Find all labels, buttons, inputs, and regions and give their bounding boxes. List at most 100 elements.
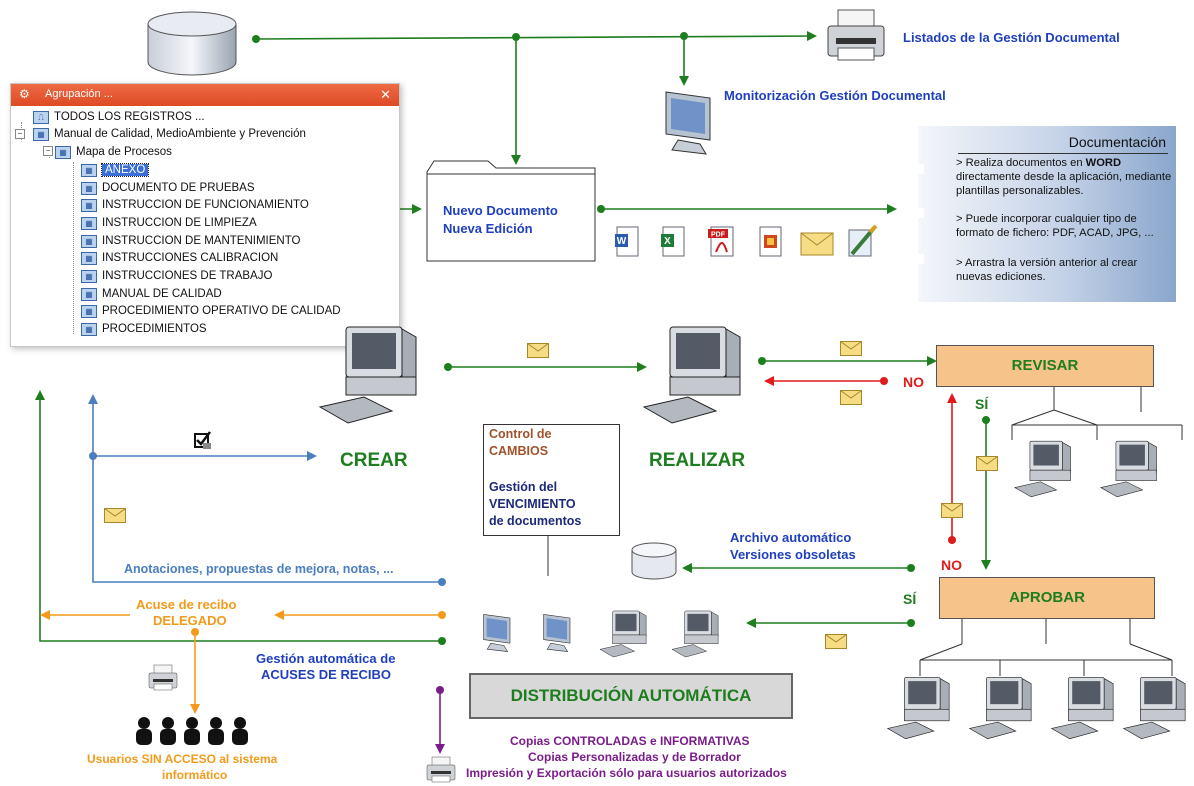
- tree-item[interactable]: ▦INSTRUCCIONES CALIBRACION: [81, 250, 278, 266]
- distribucion-label: DISTRIBUCIÓN AUTOMÁTICA: [510, 686, 752, 705]
- folder-tree-icon: ▦: [81, 287, 97, 301]
- computer-realizar-icon: [642, 326, 741, 424]
- doc-bullet-3: > Arrastra la versión anterior al crear …: [956, 257, 1138, 283]
- envelope-icon: [840, 390, 862, 405]
- users-group-icon: [136, 717, 248, 745]
- tree-item-todos[interactable]: ⎍TODOS LOS REGISTROS ...: [33, 109, 205, 125]
- computer-approver-icon: [886, 676, 950, 740]
- copias-line-1: Copias CONTROLADAS e INFORMATIVAS: [510, 734, 750, 748]
- computer-approver-icon: [1050, 676, 1114, 740]
- monitor-small-icon: [483, 614, 511, 652]
- database-icon: [147, 11, 237, 76]
- svg-text:PDF: PDF: [711, 232, 726, 239]
- printer-small-icon: [426, 756, 456, 783]
- svg-text:W: W: [617, 236, 627, 247]
- monitor-icon: [665, 91, 711, 155]
- checkbox-icon: [194, 431, 211, 449]
- monitor-small-icon: [543, 614, 571, 652]
- tree-item[interactable]: ▦INSTRUCCION DE MANTENIMIENTO: [81, 233, 301, 249]
- close-icon[interactable]: ✕: [380, 87, 391, 102]
- excel-icon: X: [661, 226, 685, 257]
- crear-label: CREAR: [340, 450, 408, 471]
- folder-tree-icon: ▦: [55, 145, 71, 159]
- drawing-icon: [848, 224, 878, 257]
- clip-icon: ⎍: [33, 110, 49, 124]
- arrow-acuses-left: [35, 390, 442, 642]
- word-icon: W: [615, 226, 639, 257]
- folder-tree-icon: ▦: [81, 269, 97, 283]
- tree-item[interactable]: ▦PROCEDIMIENTO OPERATIVO DE CALIDAD: [81, 303, 341, 319]
- printer-small-icon: [148, 664, 178, 691]
- control-line-2: CAMBIOS: [489, 444, 549, 458]
- nueva-edicion-label: Nueva Edición: [443, 221, 533, 236]
- tree-title: Agrupación ...: [45, 88, 113, 100]
- usuarios-line-2: informático: [162, 768, 228, 782]
- aprobar-box: APROBAR: [939, 577, 1155, 619]
- folder-tree-icon: ▦: [81, 216, 97, 230]
- tree-item-mapa[interactable]: ▦Mapa de Procesos: [55, 144, 172, 160]
- envelope-icon: [941, 503, 963, 518]
- agrupacion-tree-panel: ⚙ Agrupación ... ✕ − − ⎍TODOS LOS REGIST…: [10, 83, 400, 347]
- tree-item[interactable]: ▦INSTRUCCION DE FUNCIONAMIENTO: [81, 197, 309, 213]
- archivo-line-2: Versiones obsoletas: [730, 547, 856, 562]
- computer-approver-icon: [968, 676, 1032, 740]
- group-icon: ⚙: [19, 87, 30, 101]
- documentacion-panel: Documentación > Realiza documentos en WO…: [916, 126, 1176, 302]
- envelope-icon: [527, 343, 549, 358]
- computer-small-icon: [671, 610, 719, 658]
- tree-item-anexo[interactable]: ▦ANEXO: [81, 162, 150, 178]
- folder-tree-icon: ▦: [81, 163, 97, 177]
- envelope-icon: [840, 341, 862, 356]
- envelope-icon: [104, 508, 126, 523]
- svg-text:X: X: [664, 236, 671, 247]
- doc-bullet-2: > Puede incorporar cualquier tipo de for…: [956, 213, 1154, 239]
- aprobar-label: APROBAR: [1009, 589, 1085, 606]
- envelope-icon: [976, 456, 998, 471]
- anotaciones-label: Anotaciones, propuestas de mejora, notas…: [124, 562, 394, 576]
- revisar-box: REVISAR: [936, 345, 1154, 387]
- archive-database-icon: [631, 542, 677, 580]
- computer-crear-icon: [318, 326, 417, 424]
- gestion-line-2: VENCIMIENTO: [489, 497, 576, 511]
- usuarios-line-1: Usuarios SIN ACCESO al sistema: [87, 752, 278, 766]
- gestion-acuses-line-1: Gestión automática de: [256, 651, 396, 666]
- listados-label: Listados de la Gestión Documental: [903, 30, 1120, 45]
- folder-tree-icon: ▦: [81, 322, 97, 336]
- gestion-line-1: Gestión del: [489, 480, 558, 494]
- no-top-label: NO: [903, 374, 924, 390]
- copias-line-3: Impresión y Exportación sólo para usuari…: [466, 766, 787, 780]
- tree-item[interactable]: ▦PROCEDIMIENTOS: [81, 321, 207, 337]
- folder-tree-icon: ▦: [81, 304, 97, 318]
- email-icon: [800, 232, 834, 256]
- monitorizacion-label: Monitorización Gestión Documental: [724, 88, 946, 103]
- envelope-icon: [825, 634, 847, 649]
- tree-item[interactable]: ▦MANUAL DE CALIDAD: [81, 286, 222, 302]
- tree-titlebar: ⚙ Agrupación ... ✕: [11, 84, 399, 106]
- revisar-label: REVISAR: [1011, 357, 1079, 374]
- tree-item[interactable]: ▦DOCUMENTO DE PRUEBAS: [81, 180, 255, 196]
- folder-tree-icon: ▦: [81, 181, 97, 195]
- computer-small-icon: [599, 610, 647, 658]
- computer-reviewer-icon: [1014, 440, 1071, 498]
- acuse-line-2: DELEGADO: [153, 613, 227, 628]
- folder-tree-icon: ▦: [81, 234, 97, 248]
- control-line-1: Control de: [489, 427, 552, 441]
- documentacion-title: Documentación: [1068, 134, 1166, 150]
- tree-item-manual[interactable]: ▦Manual de Calidad, MedioAmbiente y Prev…: [33, 126, 306, 142]
- computer-approver-icon: [1122, 676, 1186, 740]
- tree-item[interactable]: ▦INSTRUCCION DE LIMPIEZA: [81, 215, 257, 231]
- archivo-line-1: Archivo automático: [730, 530, 852, 545]
- folder-tree-icon: ▦: [81, 251, 97, 265]
- pdf-icon: PDF: [708, 226, 734, 257]
- nuevo-documento-label: Nuevo Documento: [443, 203, 558, 218]
- si-bottom-label: SÍ: [903, 591, 917, 607]
- folder-tree-icon: ▦: [81, 198, 97, 212]
- realizar-label: REALIZAR: [649, 450, 746, 471]
- printer-icon: [827, 9, 885, 61]
- tree-item[interactable]: ▦INSTRUCCIONES DE TRABAJO: [81, 268, 272, 284]
- no-bottom-label: NO: [941, 557, 962, 573]
- copias-line-2: Copias Personalizadas y de Borrador: [528, 750, 741, 764]
- arrow-to-printer: [255, 31, 817, 42]
- si-top-label: SÍ: [975, 396, 989, 412]
